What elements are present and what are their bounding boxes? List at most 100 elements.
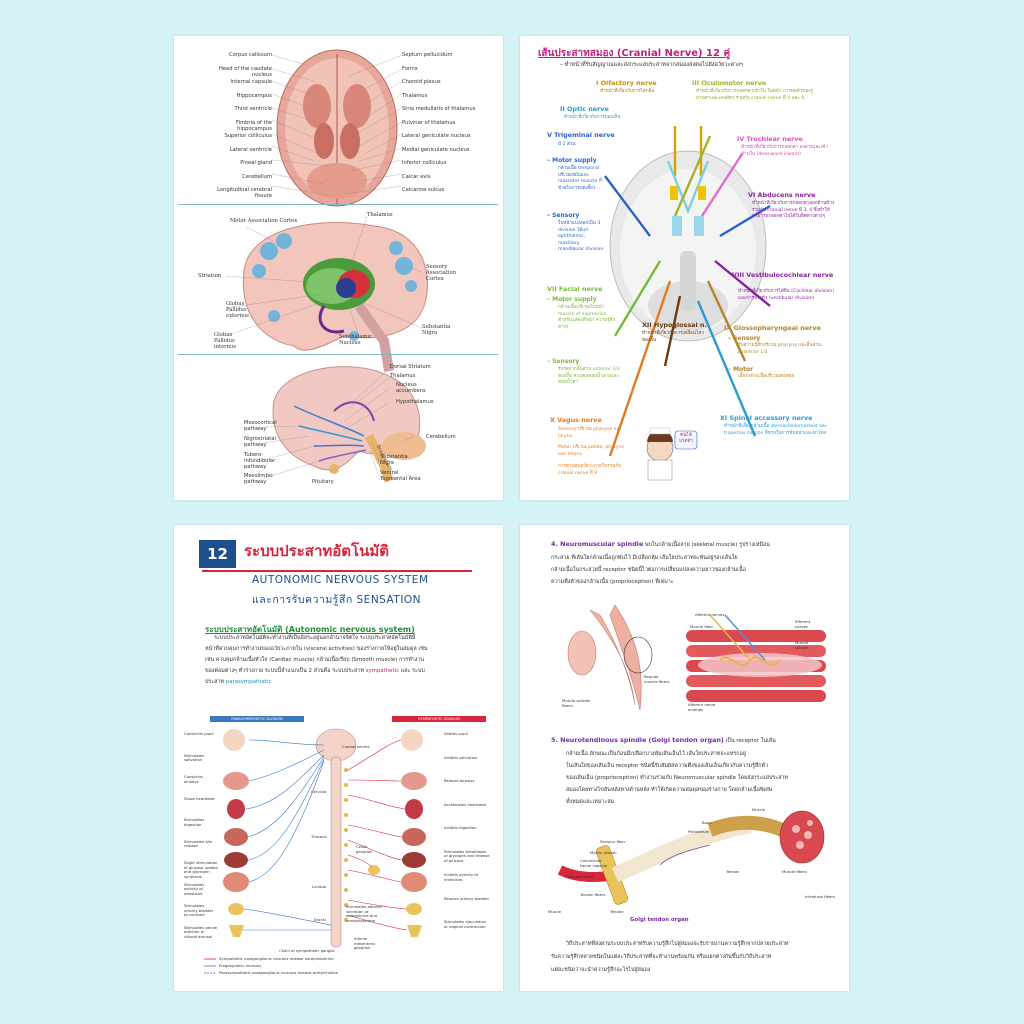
nerve-4-name: IV Trochlear nerve	[737, 135, 803, 143]
nerve-3-name: III Oculomotor nerve	[692, 79, 767, 87]
title-underline	[202, 570, 472, 572]
sympathetic-header: SYMPATHETIC DIVISION	[418, 717, 460, 721]
label-item: Longitudinal cerebral fissure	[217, 187, 272, 199]
divider	[178, 204, 498, 205]
section-4-line-2: กล้ามเนื้อในกระสวยนี้ receptor ชนิดนี้ไว…	[551, 567, 746, 573]
label-item: Inferior colliculus	[402, 160, 447, 166]
nerve-5-sensory-desc: ใบหน้าแบ่งออกเป็น 3 division ได้แก่ opht…	[558, 221, 604, 253]
label-mesocortical: Mesocortical pathway	[244, 420, 277, 432]
label-item: Corpus callosum	[229, 52, 272, 58]
nerve-6-desc: ทำหน้าที่เกี่ยวกับการกลอกตาออกด้านข้าง ร…	[752, 201, 835, 220]
label-nucleus-accumbens: Nucleus accumbens	[396, 382, 426, 394]
nerve-12-desc: ทำหน้าที่เกี่ยวกับการเคลื่อนไหวของลิ้น	[642, 331, 704, 343]
label-muscle: Muscle	[752, 807, 766, 812]
label-dorsal-striatum: Dorsal Striatum	[390, 364, 431, 370]
nerve-3-desc: ทำหน้าที่เกี่ยวกับการกลอกตาเข้าใน ในหน้า…	[696, 89, 813, 101]
label-intrafusal: Intrafusal fibers	[805, 894, 835, 899]
chapter-subtitle-en: และการรับความรู้สึก SENSATION	[252, 594, 422, 606]
golgi-caption: Golgi tendon organ	[630, 917, 689, 923]
intro-line-1: ระบบประสาทอัตโนมัติจะทำงานที่เป็นอิสระอย…	[214, 635, 416, 641]
label-item: Fimbria of the hippocampus	[236, 119, 272, 132]
section-5-line-1: กล้ามเนื้อ ลักษณะเป็นก้อนมีเปลือกบางหุ้ม…	[566, 751, 746, 757]
label-item: Head of the caudate nucleus	[218, 65, 272, 78]
cervical-label: Cervical	[311, 789, 327, 794]
effect-item: Inhibits digestion	[444, 825, 477, 830]
section-5-line-3: ของเส้นเอ็น (proprioception) ทำงานร่วมกั…	[566, 775, 789, 781]
sympathetic-term: sympathetic	[365, 668, 400, 674]
label-thalamus-2: Thalamus	[390, 373, 416, 379]
legend-item: Preganglionic neurons	[219, 963, 262, 968]
nerve-6-name: VI Abducens nerve	[748, 191, 816, 199]
nerve-10-line2: Motor บริเวณ palate, pharynx และ larynx	[558, 445, 625, 457]
label-item: Third ventricle	[234, 106, 272, 112]
label-item: Thalamus	[402, 92, 428, 99]
label-item: Fornix	[402, 65, 418, 72]
parasympathetic-term: parasympathetic	[225, 679, 272, 685]
nerve-1-name: I Olfactory nerve	[596, 79, 657, 87]
nerve-2-name: II Optic nerve	[560, 105, 609, 113]
celiac-label: Celiac ganglion	[356, 844, 373, 854]
label-tendon: Tendon	[726, 869, 740, 874]
effect-item: Stimulates salivation	[184, 752, 205, 763]
effect-item: Stimulates urinary bladder to contract	[184, 903, 214, 918]
nerve-7-name: VII Facial nerve	[547, 285, 603, 293]
label-tendon-2: Tendon	[610, 909, 624, 914]
label-substantia-nigra-2: Substantia Nigra	[380, 454, 408, 466]
label-efferent-nerves: Efferent nerves	[795, 619, 811, 629]
label-myelin: Myelin sheath	[590, 850, 617, 855]
nerve-7-sensory-desc: รับรสจากลิ้นส่วน anterior 2/3 ของลิ้น คว…	[558, 367, 620, 386]
label-periosteum: Periosteum	[688, 829, 710, 834]
label-sensory-assoc: Sensory Association Cortex	[426, 264, 457, 282]
effect-item: Accelerates heartbeat	[444, 801, 487, 807]
nerve-9-motor-desc: เลี้ยงกล้ามเนื้อบริเวณคอหอย	[738, 374, 795, 379]
nerve-8-desc: ทำหน้าที่เกี่ยวกับการได้ยิน (Cochlear di…	[738, 289, 835, 301]
label-bone: Bone	[702, 820, 712, 825]
label-afferent-endings: Afferent nerve endings	[688, 702, 716, 712]
label-tubero: Tubero-infundibular pathway	[244, 452, 276, 470]
sensory-illustrations	[557, 604, 826, 905]
nerve-4-desc: ทำหน้าที่เกี่ยวกับการกลอกตา ลงล่างและเข้…	[741, 145, 828, 157]
divider	[178, 354, 498, 355]
intro-line-4: ของต่อมต่างๆ ทั่วร่างกาย ระบบนี้จำแนกเป็…	[205, 668, 364, 674]
effect-item: Stimulates bile release	[184, 838, 213, 849]
effect-item: Stimulates breakdown of glycogen and rel…	[444, 848, 490, 863]
nerve-5-sensory: Sensory	[552, 212, 580, 219]
page-cranial-nerves: เส้นประสาทสมอง (Cranial Nerve) 12 คู่ – …	[520, 36, 849, 500]
intro-line-3: เช่น ควบคุมกล้ามเนื้อหัวใจ (Cardiac musc…	[205, 657, 425, 663]
nerve-9-motor: Motor	[733, 366, 754, 373]
label-striatum: Striatum	[198, 273, 222, 279]
brain-illustrations	[225, 49, 428, 483]
label-thalamus: Thalamus	[367, 212, 393, 218]
label-item: Lateral ventricle	[229, 146, 272, 153]
nerve-8-name: VIII Vestibulocochlear nerve	[732, 271, 834, 279]
label-mesolimbic: Mesolimbic pathway	[244, 473, 274, 485]
label-item: Hippocampus	[236, 92, 272, 99]
label-item: Stria medullaris of thalamus	[402, 106, 476, 112]
label-item: Calcarine sulcus	[402, 187, 445, 193]
label-afferent-nerves: Afferent nerves	[695, 612, 725, 617]
label-item: Pineal gland	[240, 160, 272, 166]
label-cerebellum: Cerebellum	[426, 434, 456, 440]
parasympathetic-header: PARASYMPATHETIC DIVISION	[231, 717, 283, 721]
page-title: เส้นประสาทสมอง (Cranial Nerve) 12 คู่	[538, 48, 731, 59]
effect-item: Constricts airways	[184, 774, 204, 784]
section-4-lead: พบในกล้ามเนื้อลาย (skeletal muscle) รูปร…	[643, 542, 770, 548]
nerve-9-name: IX Glossopharyngeal nerve	[724, 324, 821, 332]
legend-item: Parasympathetic postganglionic neurons r…	[219, 970, 338, 975]
label-muscle-fibers: Muscle fibers	[782, 869, 808, 874]
nerve-5-name: V Trigeminal nerve	[547, 131, 615, 139]
label-capsule: Connective tissue capsule	[580, 858, 608, 868]
lumbar-label: Lumbar	[312, 884, 327, 889]
summary-line-3: แต่ละชนิดว่าจะนำความรู้สึกอะไรไปสู่สมอง	[551, 967, 651, 973]
label-subthalamic: Subthalamic Nucleus	[339, 334, 372, 346]
effect-item: Inhibits activity of intestines	[444, 872, 478, 882]
chapter-number: 12	[199, 540, 236, 568]
nerve-5-split: มี 2 ส่วน	[558, 142, 576, 147]
label-muscle-fiber: Muscle fiber	[690, 624, 714, 629]
nerve-5-motor: Motor supply	[552, 157, 597, 164]
nerve-7-sensory: Sensory	[552, 358, 580, 365]
nerve-11-name: XI Spinal accessory nerve	[720, 414, 813, 422]
effect-item: Stimulates activity of intestines	[184, 881, 205, 896]
label-muscle-spindle: Muscle spindle	[795, 640, 809, 650]
effect-item: Stimulates digestion	[184, 817, 205, 827]
